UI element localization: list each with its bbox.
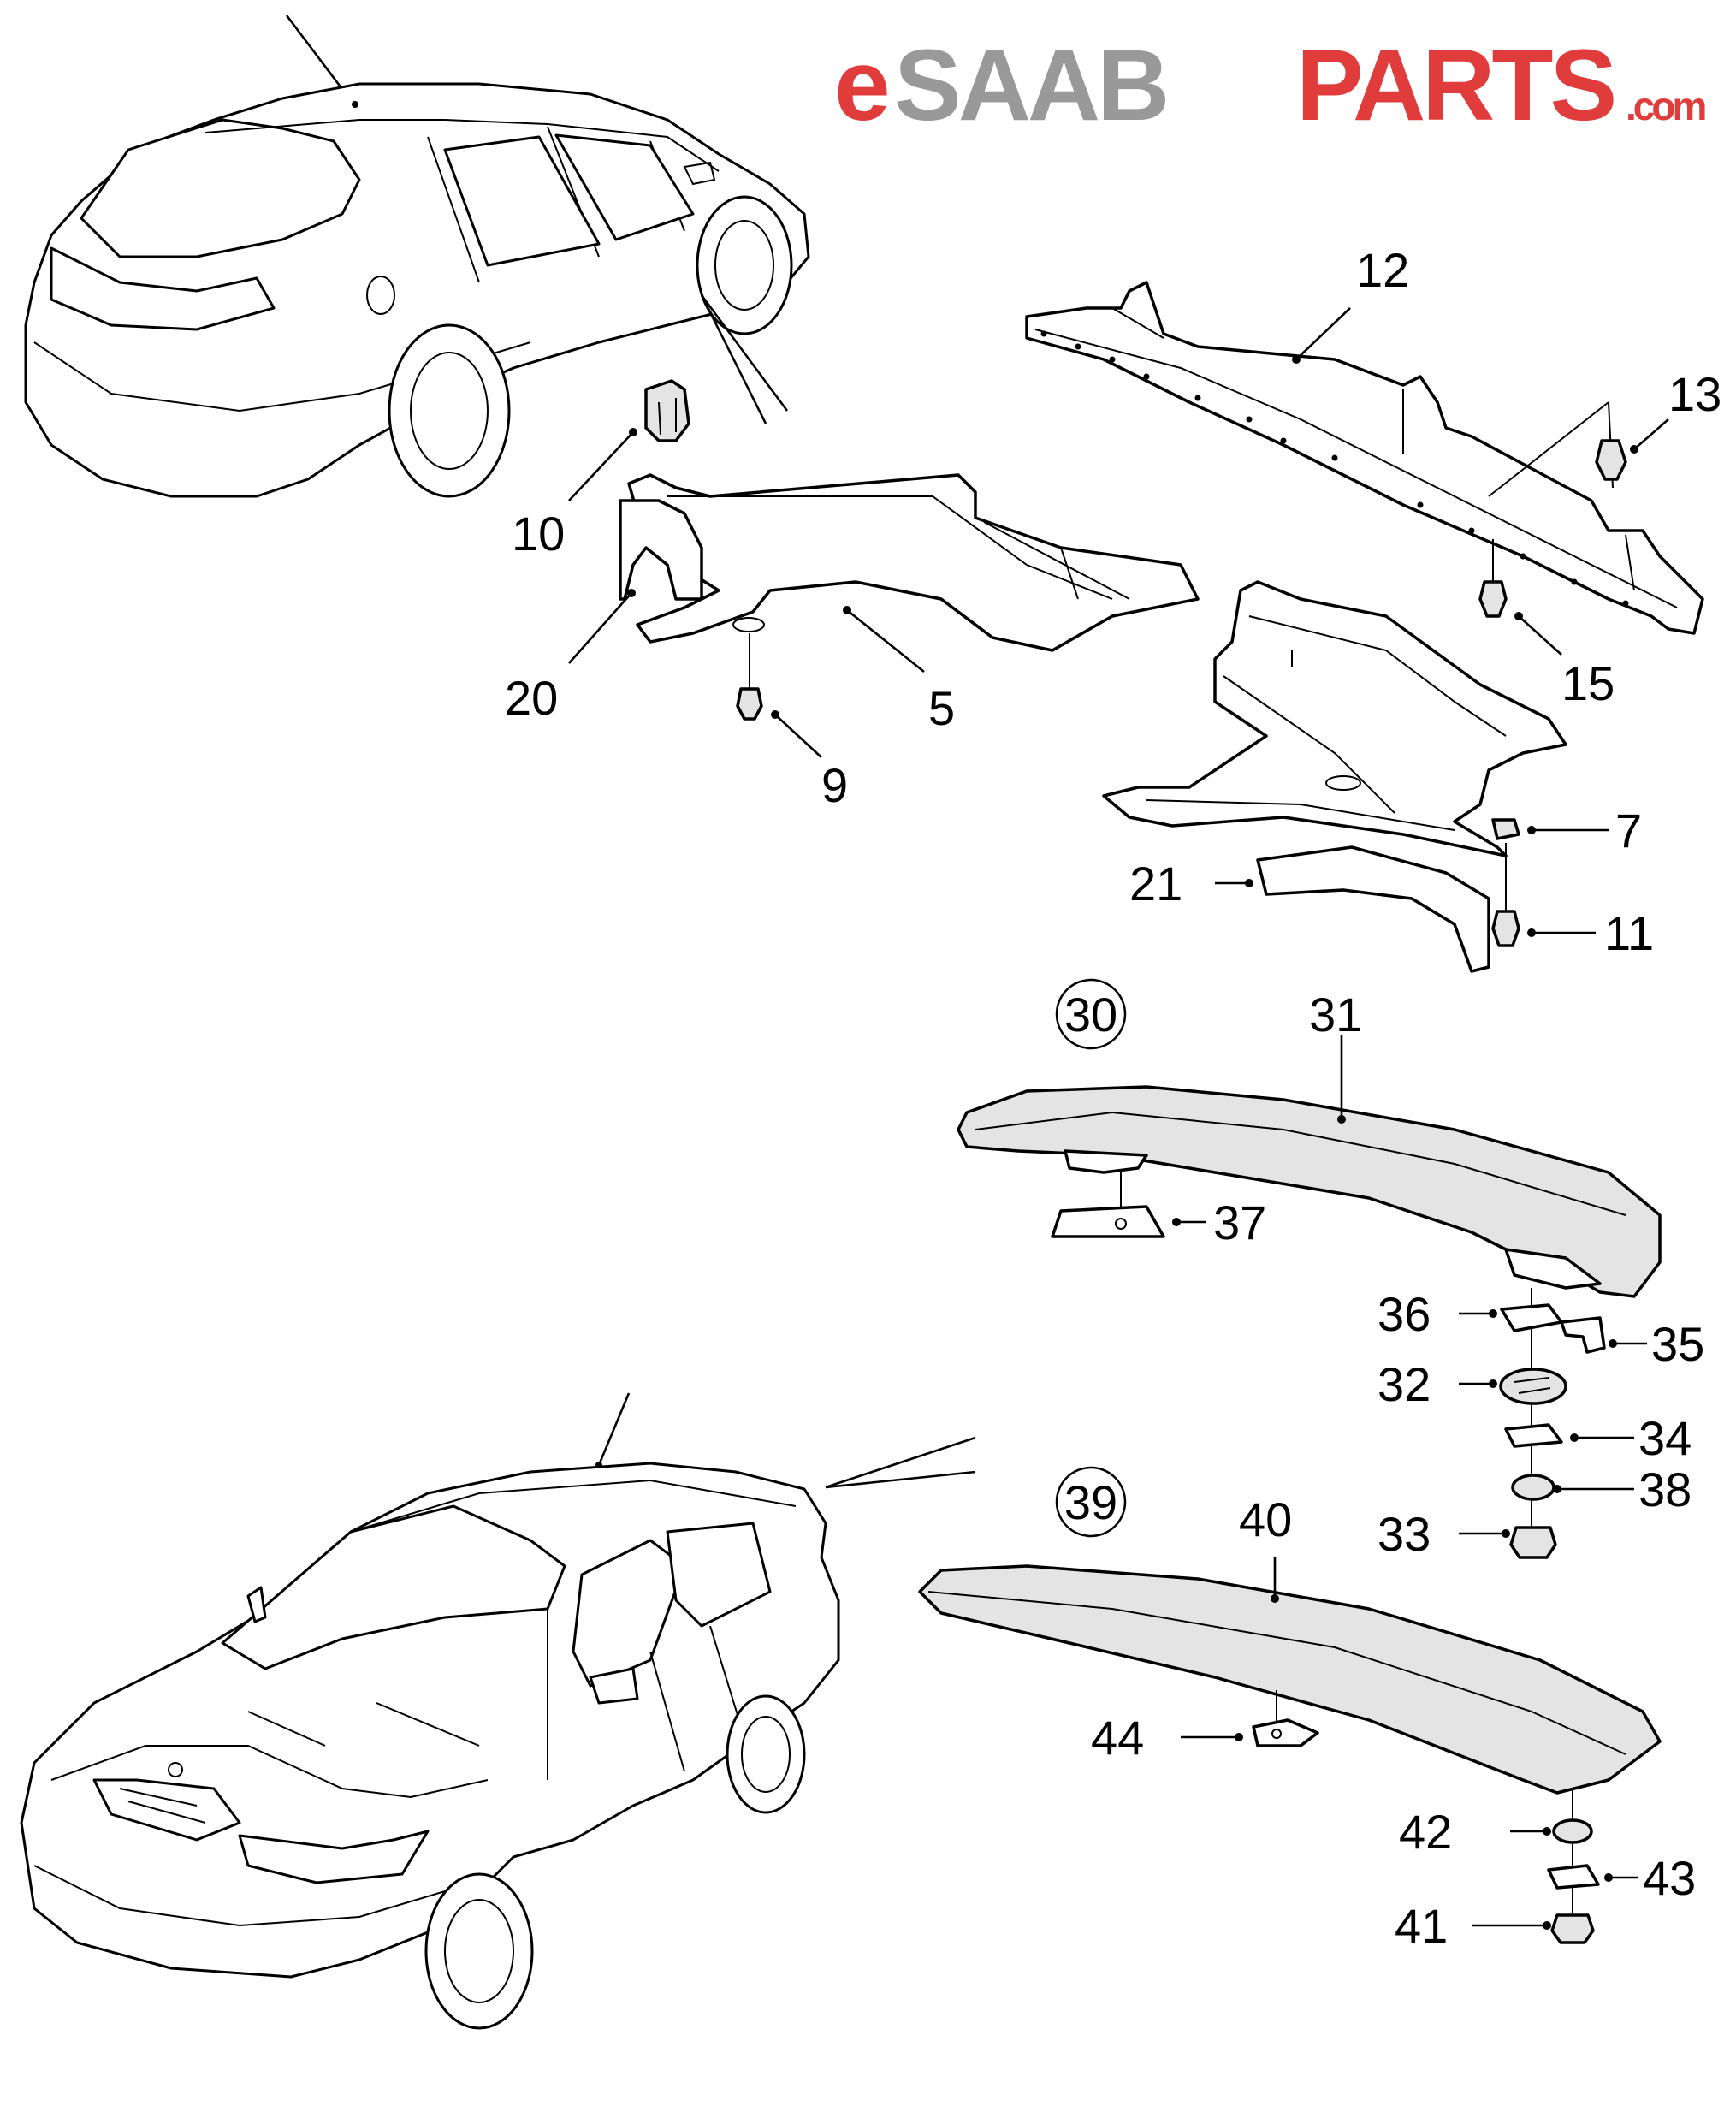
group-30-label: 30 xyxy=(1064,988,1117,1041)
callout-10: 10 xyxy=(512,507,565,561)
callout-42: 42 xyxy=(1399,1805,1452,1859)
callout-9: 9 xyxy=(821,758,848,812)
part-right-panel: 21 xyxy=(1102,580,1567,973)
callout-33: 33 xyxy=(1378,1507,1431,1561)
part-7-nut: 7 xyxy=(1491,804,1642,857)
part-15-fastener: 15 xyxy=(1478,539,1615,710)
callout-13: 13 xyxy=(1668,367,1721,421)
callout-11: 11 xyxy=(1604,906,1654,960)
callout-44: 44 xyxy=(1091,1711,1144,1765)
logo-suffix: PARTS xyxy=(1296,29,1614,142)
callout-40: 40 xyxy=(1239,1492,1292,1546)
part-44-pad: 44 xyxy=(1091,1690,1319,1765)
callout-41: 41 xyxy=(1395,1899,1448,1953)
callout-43: 43 xyxy=(1643,1851,1696,1905)
callout-35: 35 xyxy=(1651,1317,1704,1371)
part-40-spoiler: 40 xyxy=(918,1492,1662,1795)
part-12-member: 12 xyxy=(1025,243,1704,635)
callout-34: 34 xyxy=(1638,1411,1692,1465)
callout-7: 7 xyxy=(1615,804,1642,857)
part-stack-39: 42 43 41 xyxy=(1395,1789,1696,1953)
callout-5: 5 xyxy=(928,681,955,735)
part-5-panel: 20 5 xyxy=(505,473,1200,735)
callout-20: 20 xyxy=(505,671,558,725)
part-stack-30: 36 35 32 34 38 33 xyxy=(1378,1287,1704,1561)
callout-15: 15 xyxy=(1561,656,1615,710)
callout-12: 12 xyxy=(1356,243,1409,297)
callout-21: 21 xyxy=(1129,857,1182,911)
front-car-icon xyxy=(20,1392,976,2030)
logo: e SAAB PARTS .com xyxy=(834,29,1709,142)
part-10-clip: 10 xyxy=(512,379,690,561)
callout-38: 38 xyxy=(1638,1462,1692,1516)
logo-brand: SAAB xyxy=(894,29,1166,142)
part-31-spoiler: 31 xyxy=(957,988,1662,1298)
callout-31: 31 xyxy=(1309,988,1362,1041)
logo-tld: .com xyxy=(1626,84,1705,128)
group-marker-39: 39 xyxy=(1055,1466,1127,1538)
callout-32: 32 xyxy=(1378,1357,1431,1411)
group-39-label: 39 xyxy=(1064,1475,1117,1529)
part-9-bolt: 9 xyxy=(736,633,848,812)
callout-37: 37 xyxy=(1213,1195,1266,1249)
part-11-bolt: 11 xyxy=(1491,843,1654,960)
part-13-clip: 13 xyxy=(1488,367,1721,497)
rear-car-icon xyxy=(24,15,810,498)
logo-prefix: e xyxy=(834,29,887,142)
part-37-gasket: 37 xyxy=(1051,1172,1266,1249)
group-marker-30: 30 xyxy=(1055,978,1127,1050)
callout-36: 36 xyxy=(1378,1287,1431,1341)
